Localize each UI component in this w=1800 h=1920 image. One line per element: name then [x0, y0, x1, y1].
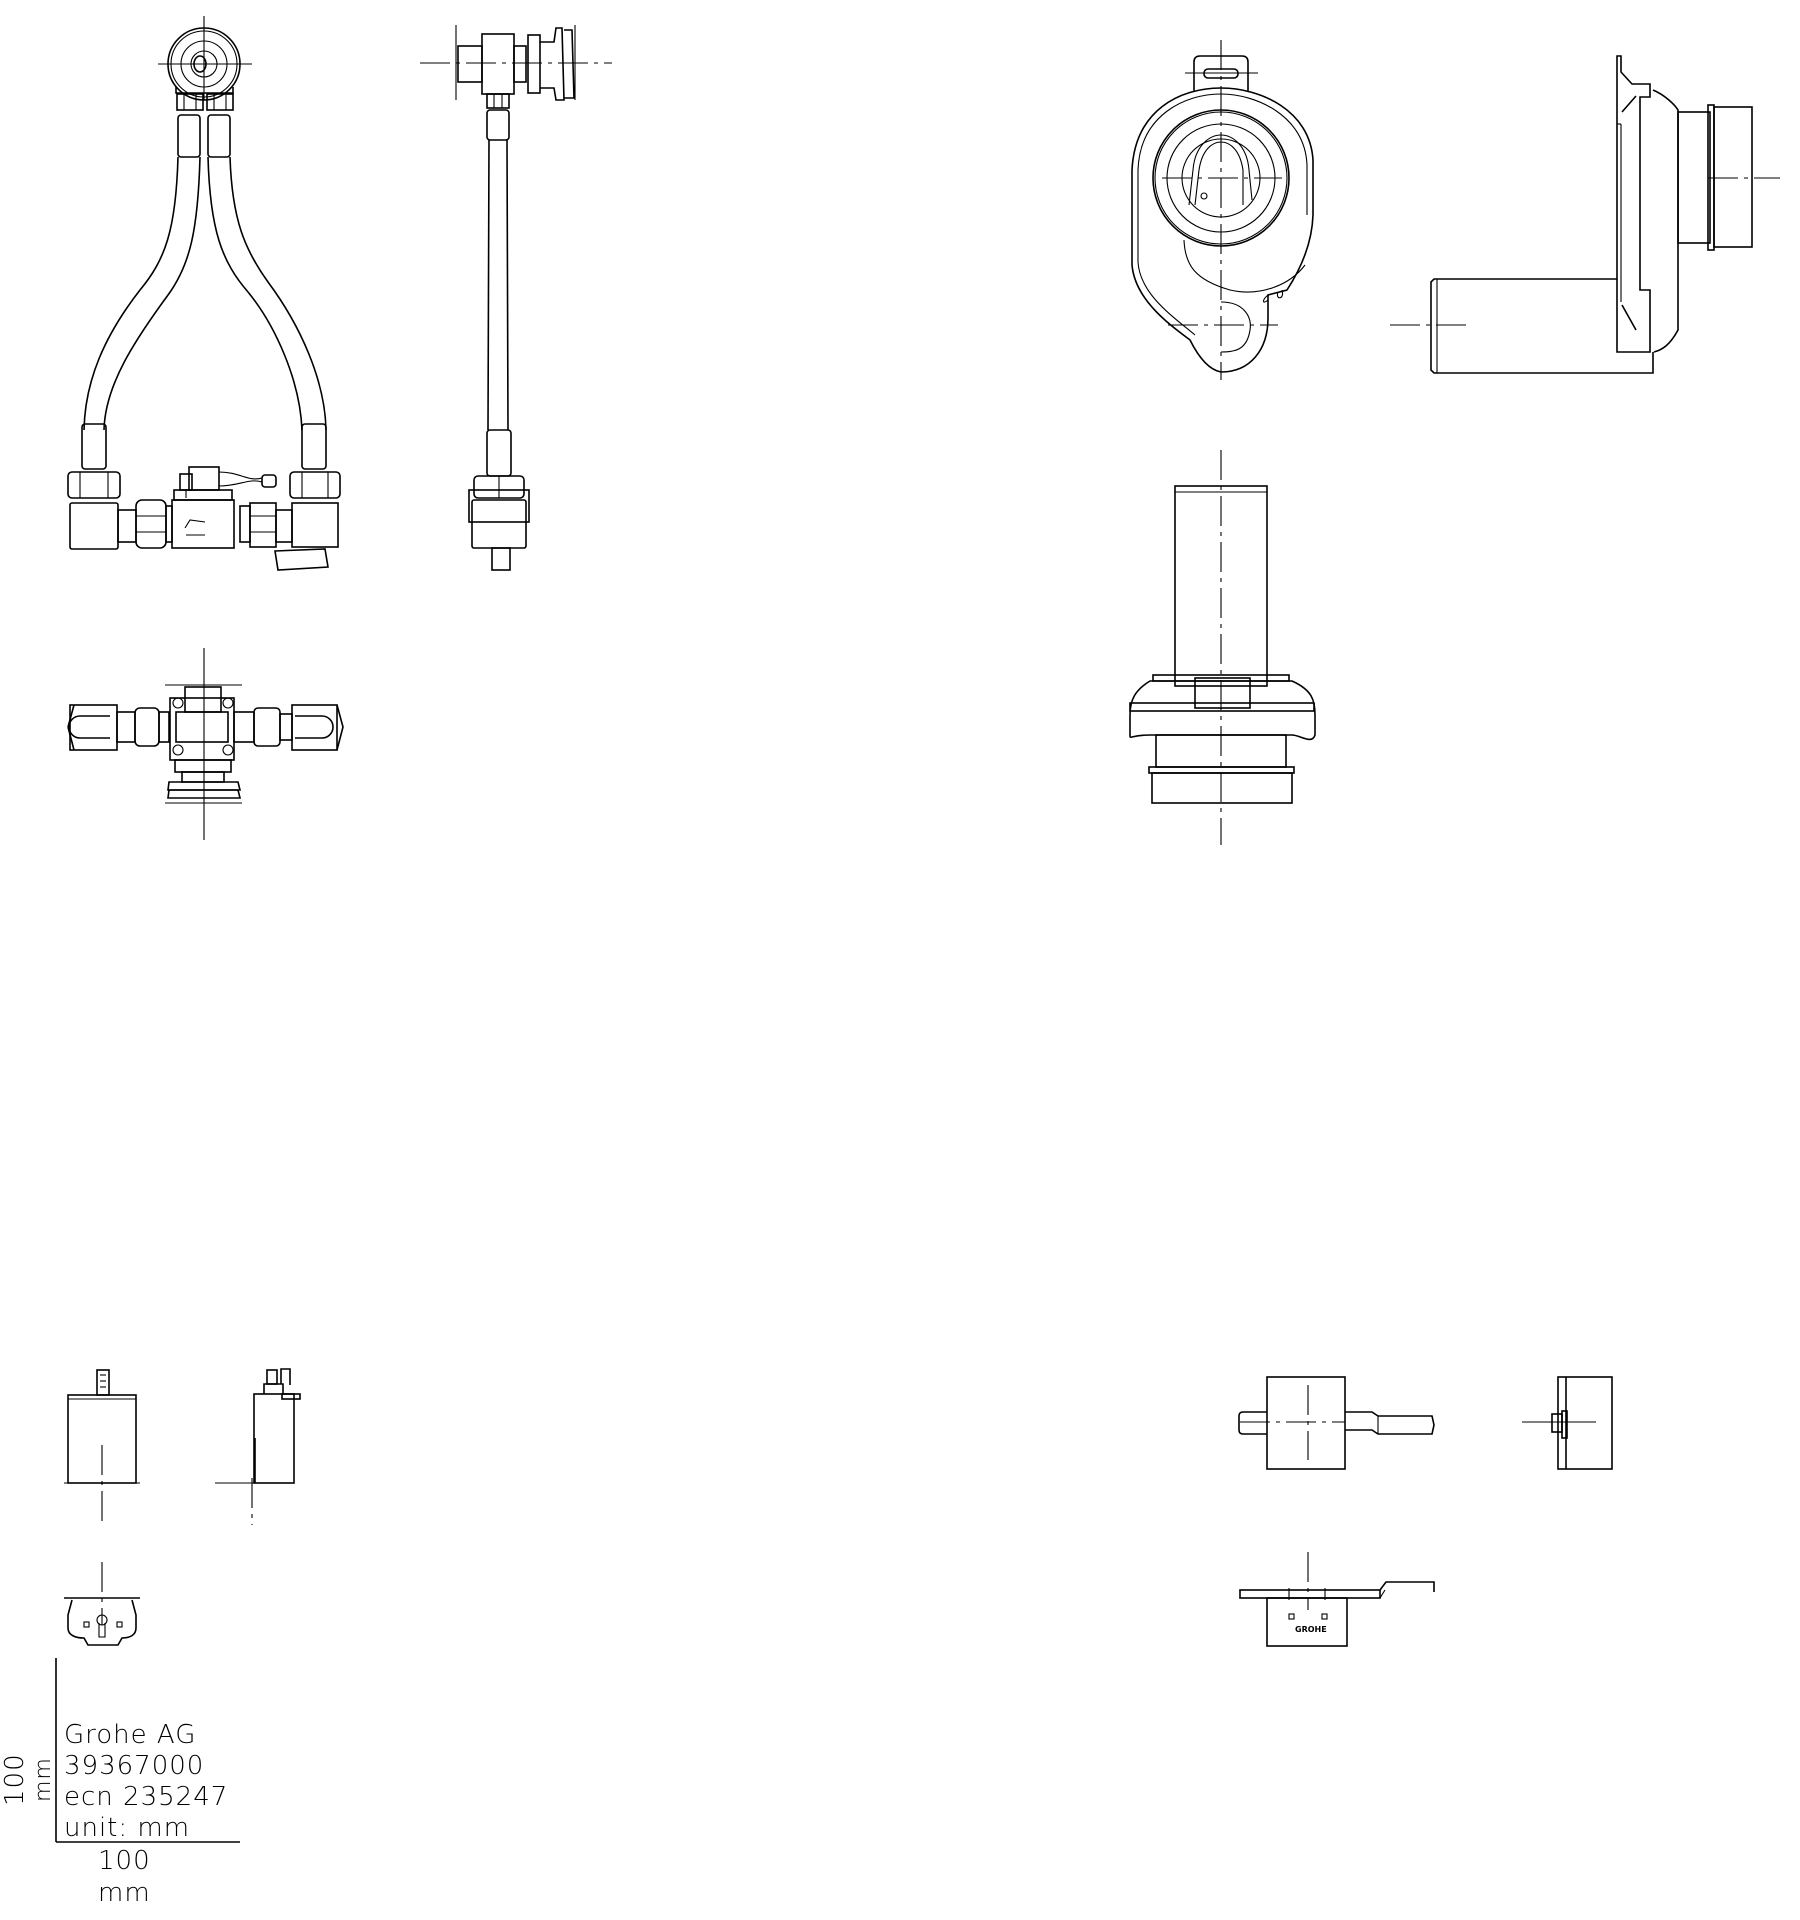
view-valve-hose-front [67, 16, 341, 571]
view-bracket-side [1522, 1376, 1613, 1470]
title-unit: unit: mm [64, 1813, 191, 1843]
scale-bar [55, 1658, 240, 1843]
scale-vertical-unit: mm [31, 1757, 56, 1802]
view-valve-hose-side [420, 25, 612, 571]
view-siphon-front [1131, 40, 1314, 380]
view-valve-hose-top [67, 648, 344, 840]
grohe-logo: GROHE [1295, 1625, 1327, 1634]
view-bracket-front [1238, 1376, 1435, 1470]
title-article-number: 39367000 [64, 1751, 205, 1781]
title-company: Grohe AG [64, 1720, 197, 1750]
view-module-side [215, 1368, 301, 1525]
title-ecn: ecn 235247 [64, 1782, 229, 1812]
view-siphon-side [1390, 55, 1780, 374]
scale-horizontal-value: 100 [98, 1846, 151, 1876]
scale-vertical-value: 100 [0, 1753, 30, 1806]
view-module-bottom [64, 1562, 140, 1646]
view-module-front [64, 1369, 140, 1525]
view-bracket-top: GROHE [1239, 1552, 1435, 1647]
view-siphon-top [1129, 450, 1316, 845]
scale-horizontal-unit: mm [98, 1878, 151, 1908]
